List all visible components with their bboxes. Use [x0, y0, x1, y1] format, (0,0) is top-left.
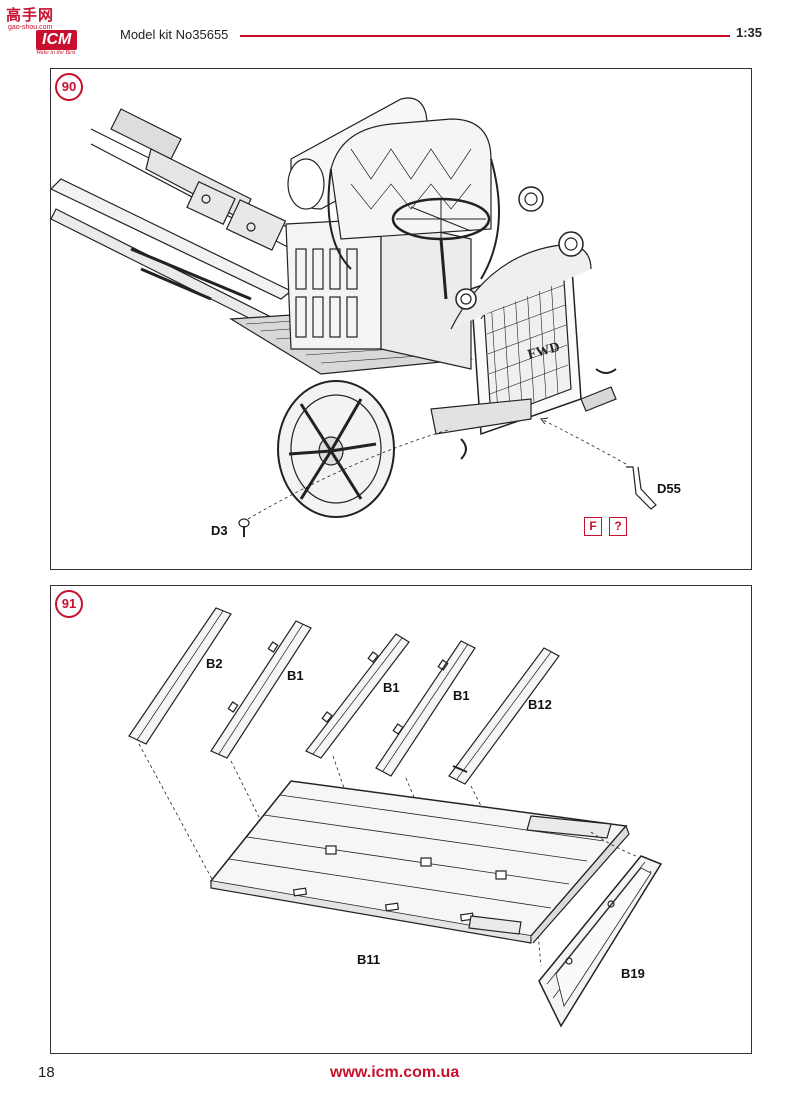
tailgate-b19	[538, 831, 663, 1028]
radiator: FWD	[450, 243, 592, 436]
stake-b1-a	[210, 620, 312, 759]
part-label-b1-c: B1	[453, 688, 470, 703]
part-d55	[540, 417, 657, 510]
step-90-panel: FWD	[50, 68, 752, 570]
part-label-b1-b: B1	[383, 680, 400, 695]
floor-bed-b11	[209, 780, 630, 944]
part-label-d55: D55	[657, 481, 681, 496]
part-d3	[238, 428, 452, 537]
step-number-badge: 90	[55, 73, 83, 101]
stake-b12	[448, 647, 560, 785]
cab-body	[285, 218, 472, 370]
kit-title: Model kit No35655	[120, 27, 229, 42]
part-label-b2: B2	[206, 656, 223, 671]
stake-b1-c	[375, 640, 476, 777]
step-91-panel: 91 B2 B1 B1 B1 B12 B11 B19	[50, 585, 752, 1054]
logo-mark: ICM	[36, 30, 78, 50]
flag-question: ?	[609, 517, 627, 536]
logo-tagline: Wake in the Best	[36, 50, 76, 56]
front-axle	[430, 368, 617, 460]
page-header: 高手网 gao-shou.com ICM Wake in the Best Mo…	[0, 0, 800, 60]
headlamps	[455, 186, 584, 310]
steering-wheel	[391, 197, 491, 300]
page-number: 18	[38, 1064, 55, 1081]
step-90-drawing: FWD	[51, 97, 657, 537]
chassis-frame	[51, 108, 312, 325]
header-rule	[240, 35, 730, 37]
scale-label: 1:35	[736, 25, 763, 40]
part-label-b1-a: B1	[287, 668, 304, 683]
part-label-b12: B12	[528, 697, 552, 712]
part-label-b19: B19	[621, 966, 645, 981]
part-label-b11: B11	[357, 952, 381, 967]
logo-site-text: gao-shou.com	[8, 24, 53, 31]
driver-seat	[327, 118, 500, 280]
icm-logo: 高手网 gao-shou.com ICM Wake in the Best	[6, 4, 106, 60]
step-91-drawing	[128, 607, 663, 1028]
logo-chinese-text: 高手网	[6, 6, 55, 24]
stake-b1-b	[305, 633, 410, 759]
stake-b2	[128, 607, 232, 745]
flag-f: F	[584, 517, 602, 536]
part-label-d3: D3	[211, 523, 228, 538]
footer-website-link[interactable]: www.icm.com.ua	[330, 1064, 460, 1081]
front-wheel	[277, 380, 395, 518]
step-number-badge: 91	[55, 590, 83, 618]
